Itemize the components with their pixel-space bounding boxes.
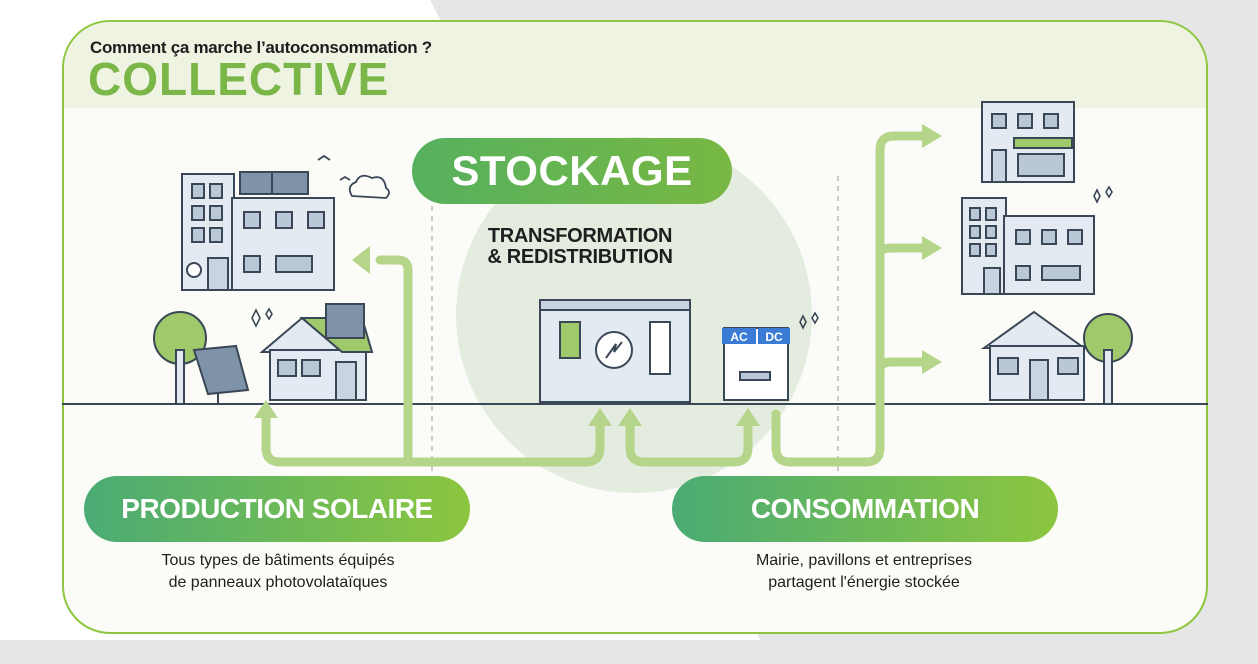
flow-arrows — [261, 131, 929, 467]
dc-label: DC — [765, 330, 783, 344]
production-line1: Tous types de bâtiments équipés — [161, 552, 395, 569]
sparkle-right-icon — [1093, 185, 1113, 204]
center-label: TRANSFORMATION & REDISTRIBUTION — [440, 226, 720, 268]
tree-right-icon — [1083, 313, 1133, 405]
house-left — [259, 303, 374, 401]
cloud-and-birds-icon — [317, 154, 390, 199]
consumption-pill: CONSOMMATION — [672, 476, 1058, 542]
ac-label: AC — [730, 330, 748, 344]
house-right — [980, 310, 1088, 401]
ground-solar-panel-icon — [192, 344, 250, 404]
consumption-description: Mairie, pavillons et entreprises partage… — [694, 550, 1034, 594]
consumption-line2: partagent l'énergie stockée — [768, 574, 960, 591]
production-line2: de panneaux photovolataïques — [168, 574, 388, 591]
battery-container — [539, 299, 691, 403]
sparkle-center-icon — [799, 311, 819, 330]
tree-left-icon — [153, 311, 207, 405]
production-description: Tous types de bâtiments équipés de panne… — [108, 550, 448, 594]
consumption-line1: Mairie, pavillons et entreprises — [755, 552, 973, 569]
production-pill: PRODUCTION SOLAIRE — [84, 476, 470, 542]
center-label-line2: & REDISTRIBUTION — [487, 246, 673, 268]
arrow-heads — [254, 124, 942, 426]
header-band — [64, 22, 1206, 108]
storage-pill: STOCKAGE — [412, 138, 732, 204]
header-title: COLLECTIVE — [88, 53, 390, 105]
sparkle-left-icon — [251, 307, 273, 328]
office-building-right — [961, 197, 1095, 295]
center-label-line1: TRANSFORMATION — [487, 225, 673, 247]
ac-dc-badge — [722, 328, 790, 344]
header-kicker: Comment ça marche l’autoconsommation ? — [90, 38, 432, 57]
office-building — [181, 171, 335, 291]
shop-building — [981, 101, 1075, 183]
